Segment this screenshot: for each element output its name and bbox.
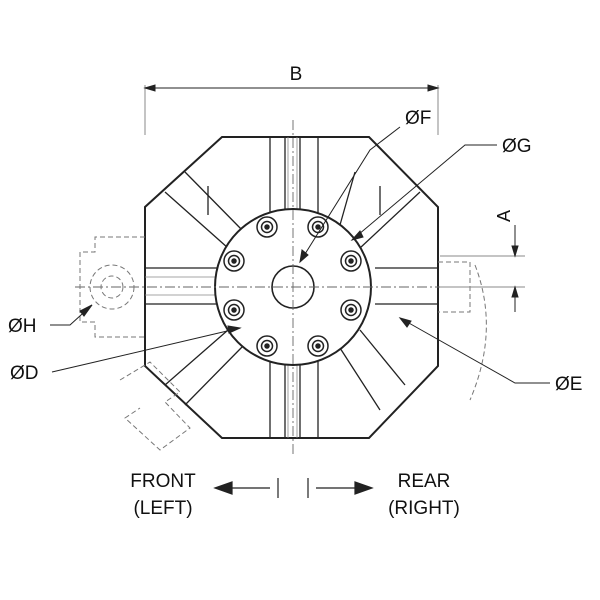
dimension-b (143, 84, 440, 135)
direction-indicator (213, 478, 374, 498)
label-a: A (494, 210, 514, 222)
label-f: ØF (405, 108, 431, 129)
label-b: B (290, 64, 303, 85)
label-front: FRONT (130, 471, 196, 492)
leader-e (398, 317, 550, 384)
horizontal-slot (145, 267, 438, 305)
dimension-a (440, 225, 525, 312)
label-d: ØD (10, 363, 39, 384)
bolt (223, 299, 245, 321)
label-rear: REAR (398, 471, 451, 492)
leader-h (50, 304, 93, 326)
centerlines (75, 120, 490, 455)
bolt (256, 335, 278, 357)
leader-d (51, 325, 242, 373)
phantom-jaw-right (438, 261, 487, 401)
leader-f (299, 126, 401, 264)
label-e: ØE (555, 374, 582, 395)
bolt (340, 250, 362, 272)
label-front-left: (LEFT) (133, 498, 192, 519)
jaw-segments (164, 137, 421, 438)
bolt (307, 216, 329, 238)
leader-g (350, 144, 497, 241)
bolt (256, 216, 278, 238)
label-g: ØG (502, 136, 532, 157)
bolt (307, 335, 329, 357)
label-rear-right: (RIGHT) (388, 498, 460, 519)
label-h: ØH (8, 316, 37, 337)
bolt (223, 250, 245, 272)
bolt-circle (223, 216, 362, 357)
phantom-jaw-left (79, 236, 191, 451)
bolt (340, 299, 362, 321)
